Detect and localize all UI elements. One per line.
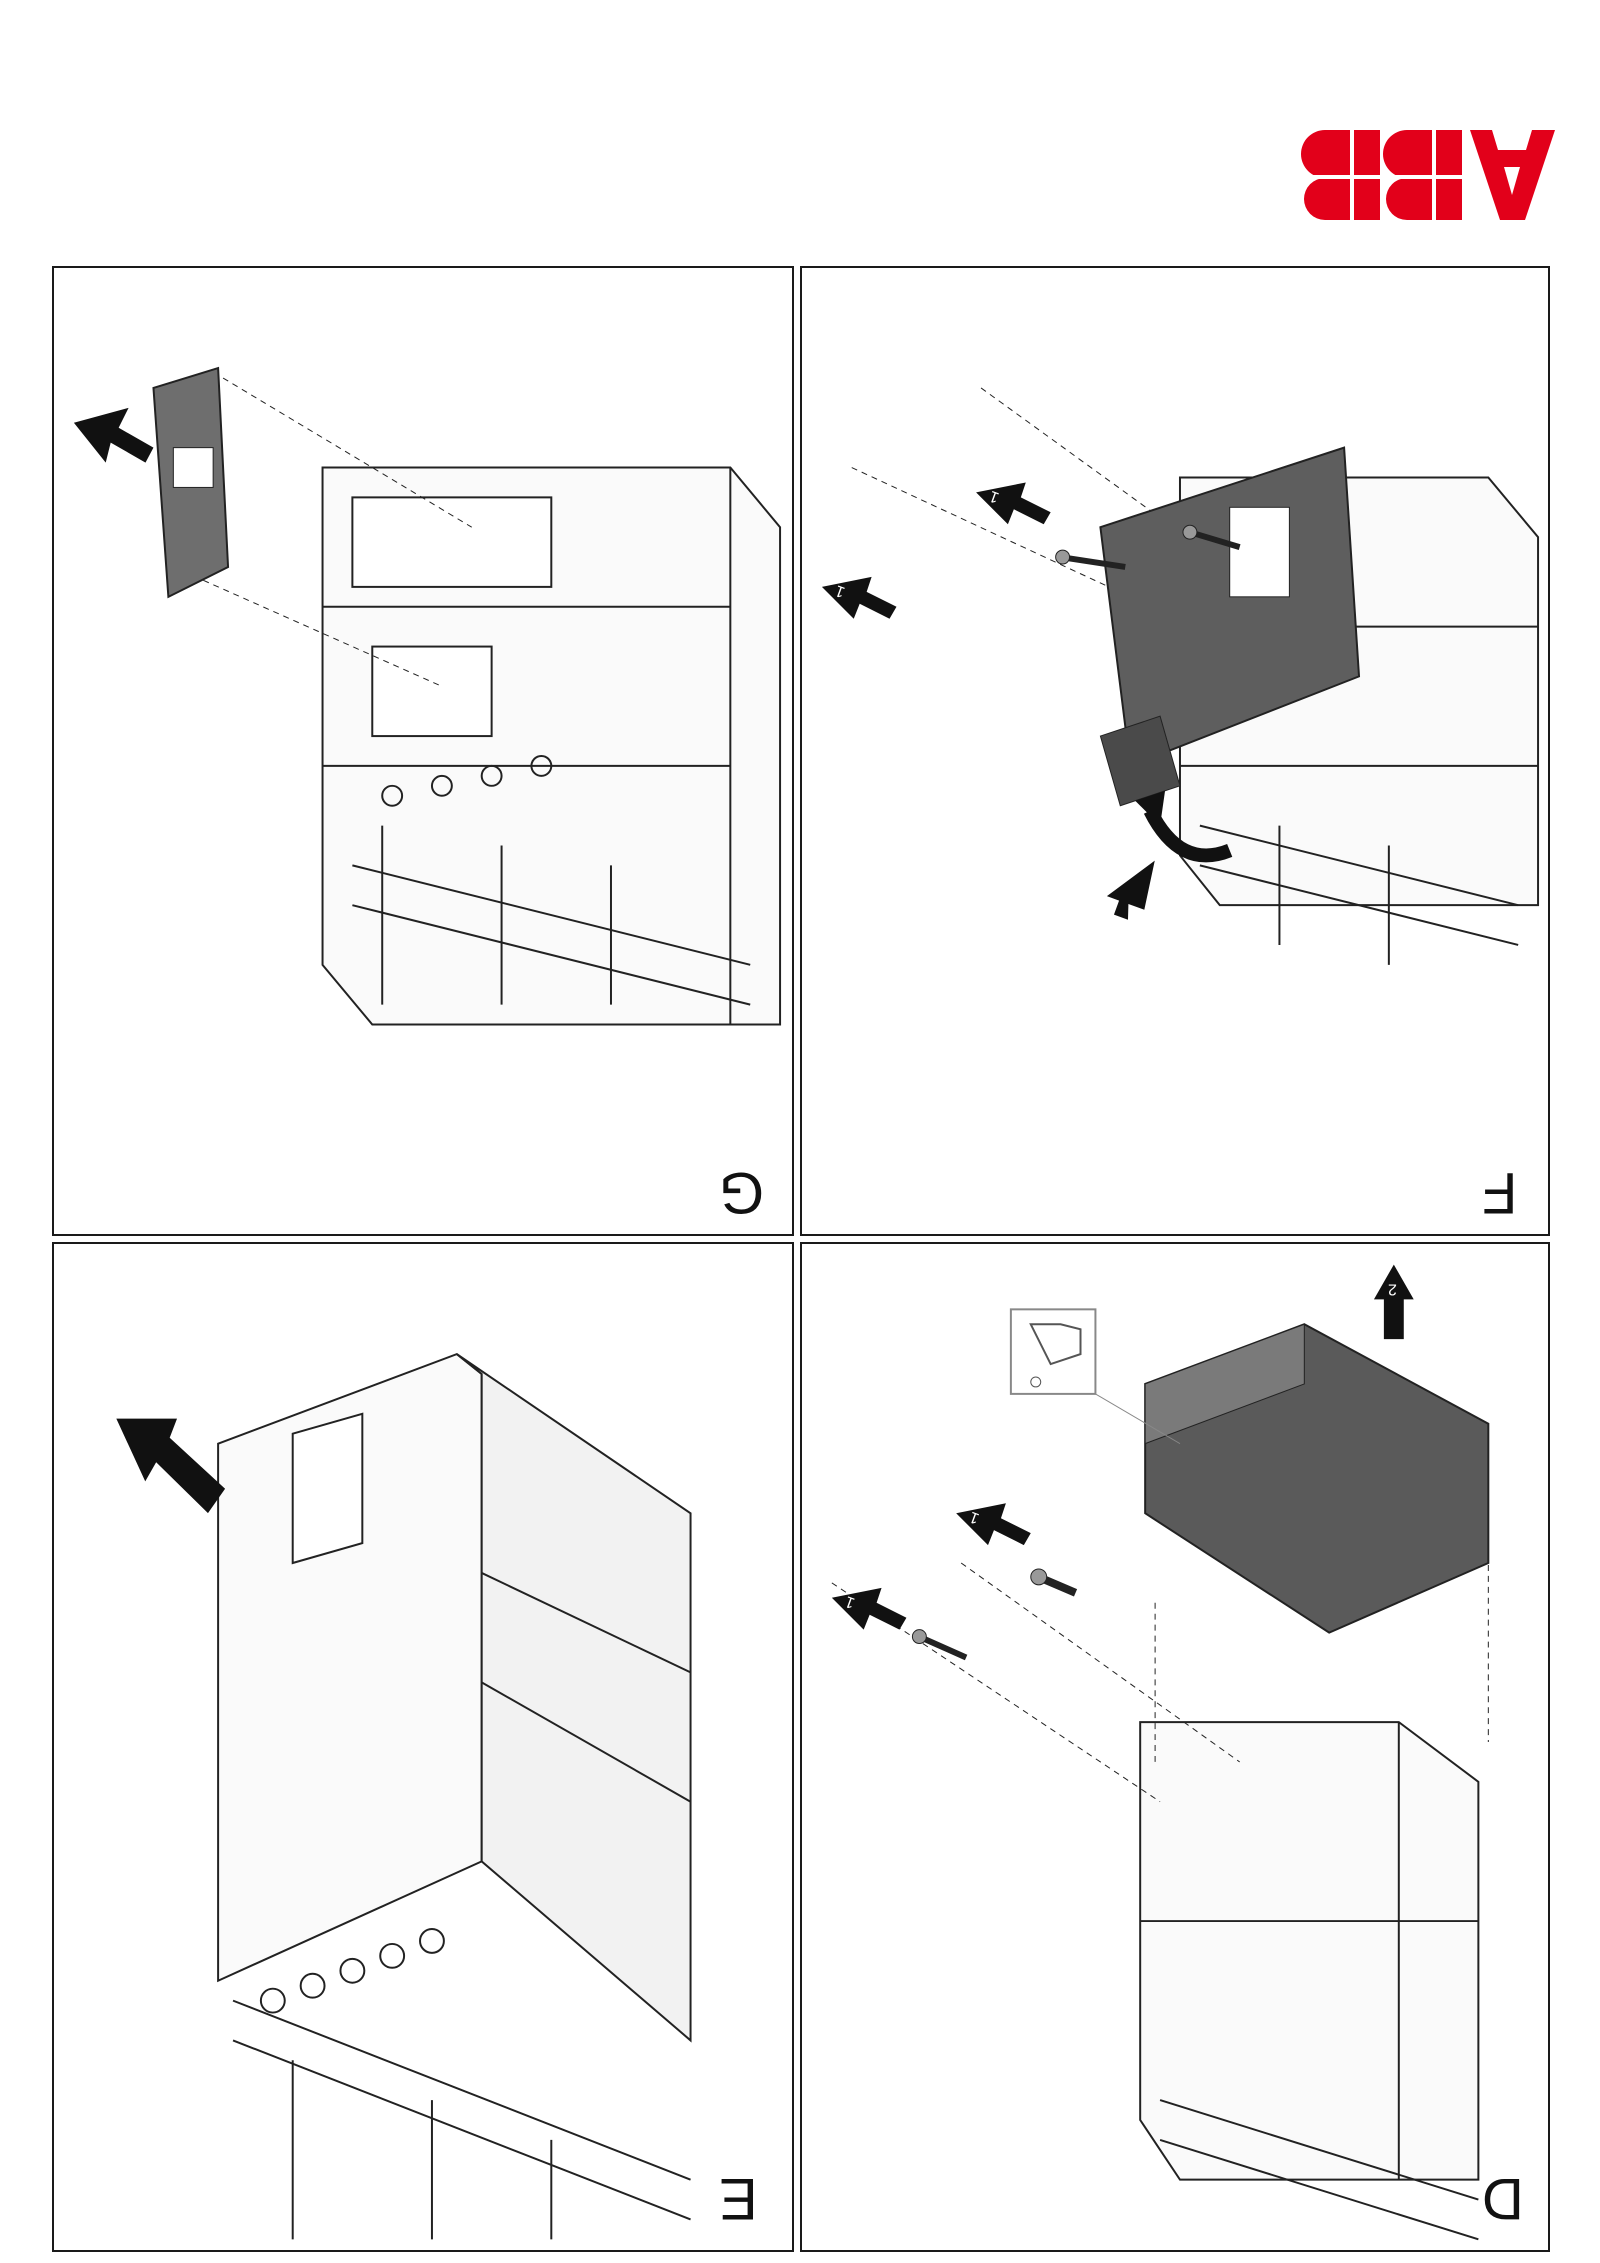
panel-d-illustration: 1 1 2	[831, 1264, 1490, 2241]
panel-e-label: E	[719, 2166, 758, 2231]
panel-e-illustration	[116, 1352, 692, 2240]
glove-warning-icon	[1009, 1308, 1181, 1445]
panel-g-illustration	[73, 366, 782, 1026]
step-arrow-icon	[1135, 790, 1233, 863]
step-arrow-icon	[1106, 860, 1155, 920]
screw-icon	[1030, 1568, 1078, 1597]
svg-text:2: 2	[1388, 1280, 1397, 1297]
abb-logo	[1300, 125, 1560, 225]
removal-arrow-icon	[73, 407, 154, 463]
handle-cover-part	[152, 366, 230, 599]
step-arrow-icon: 1	[976, 482, 1051, 525]
push-arrow-icon	[116, 1418, 226, 1514]
step-arrow-icon: 1	[956, 1503, 1031, 1546]
step-arrow-icon: 2	[1373, 1264, 1414, 1340]
panel-g: G	[52, 266, 794, 1236]
screw-icon	[1182, 524, 1241, 550]
panel-d-label: D	[1482, 2166, 1524, 2231]
step-arrow-icon: 1	[821, 576, 897, 619]
panel-d: 1 1 2 D	[800, 1242, 1550, 2252]
step-arrow-icon: 1	[831, 1587, 907, 1630]
screw-icon	[1055, 549, 1126, 570]
panel-f-label: F	[1482, 1160, 1518, 1225]
panel-f-illustration: 1 1	[821, 387, 1540, 965]
panel-f: 1 1 F	[800, 266, 1550, 1236]
panel-g-label: G	[719, 1160, 765, 1225]
screw-icon	[911, 1629, 968, 1661]
panel-e: E	[52, 1242, 794, 2252]
